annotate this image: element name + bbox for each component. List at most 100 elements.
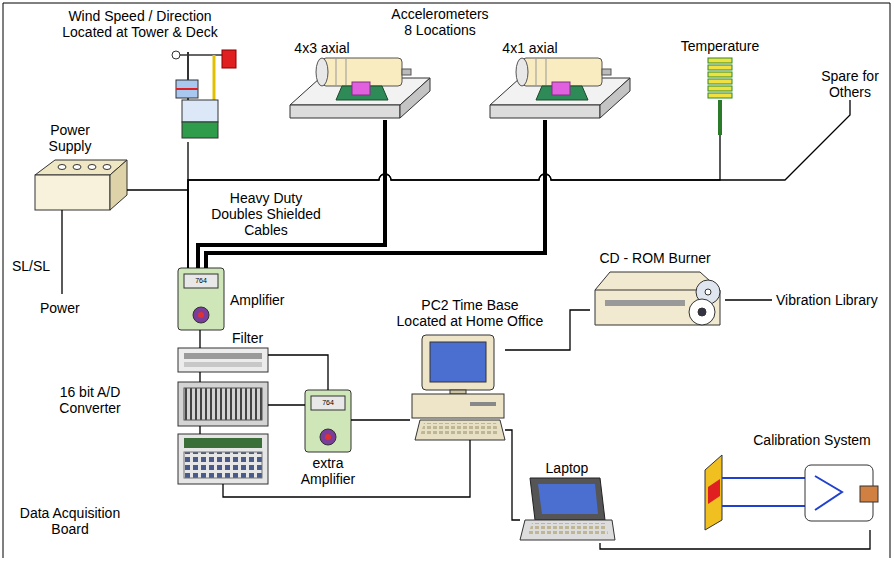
- filter-icon-part: [184, 362, 262, 367]
- laptop: Laptop: [520, 478, 615, 543]
- device-label: 4x1 axial: [502, 40, 557, 56]
- thermometer-icon-part: [708, 58, 732, 63]
- shielded-cable: [198, 120, 385, 268]
- thermometer-icon-part: [708, 72, 732, 77]
- computer-icon-part: [415, 420, 505, 440]
- cable-label: Heavy Duty Doubles Shielded Cables: [207, 190, 325, 238]
- device-label: Power Supply: [43, 122, 98, 154]
- wind-sensor-icon-part: [176, 88, 198, 90]
- power-supply-icon-part: [58, 165, 66, 170]
- acquisition-board-icon-part: [178, 434, 268, 484]
- device-label: PC2 Time Base Located at Home Office: [396, 297, 544, 329]
- filter-icon-part: [178, 348, 268, 372]
- acquisition-board-icon: [178, 434, 268, 484]
- amplifier: 764extra Amplifier: [305, 390, 351, 450]
- computer-icon-part: [450, 390, 466, 394]
- power-supply-icon: [35, 160, 127, 210]
- calibration-system-icon: [705, 455, 878, 530]
- cd-burner-icon-part: [689, 299, 715, 325]
- thermometer-icon-part: [708, 79, 732, 84]
- frame: [3, 3, 890, 558]
- calibration-system-icon-part: [722, 505, 805, 507]
- device-label: CD - ROM Burner: [599, 250, 710, 266]
- device-label: Wind Speed / Direction Located at Tower …: [56, 8, 224, 40]
- wind-sensor-icon-part: [176, 80, 198, 98]
- laptop-icon-part: [528, 523, 608, 534]
- power-lead: [61, 210, 62, 294]
- cd-burner-icon-part: [698, 308, 706, 316]
- signal-wire: [223, 440, 470, 497]
- thermometer-icon-part: [708, 65, 732, 70]
- calibration-system-icon-part: [722, 477, 805, 479]
- thermometer-icon-part: [718, 100, 722, 135]
- wind-sensor-icon-part: [213, 55, 216, 100]
- computer-icon-part: [420, 423, 499, 436]
- power-supply: Power Supply: [35, 158, 127, 210]
- signal-wire: [199, 372, 200, 382]
- acquisition-board: Data Acquisition Board: [178, 434, 268, 484]
- signal-wire: [188, 100, 850, 268]
- accelerometer-icon: [490, 58, 630, 118]
- accelerometer: 4x1 axial: [490, 56, 630, 120]
- laptop-icon-part: [530, 478, 605, 520]
- computer-icon-part: [422, 335, 494, 390]
- signal-wire: [127, 190, 188, 268]
- power-supply-icon-part: [88, 165, 96, 170]
- device-label: Data Acquisition Board: [15, 505, 125, 537]
- acquisition-board-icon-part: [184, 438, 262, 448]
- filter: Filter: [178, 348, 268, 372]
- accelerometer-icon: [290, 58, 430, 118]
- signal-wire: [351, 419, 410, 420]
- device-label: 4x3 axial: [294, 40, 349, 56]
- supply-label: SL/SL: [12, 258, 50, 274]
- laptop-icon-part: [538, 484, 598, 514]
- thermometer-icon-part: [708, 86, 732, 91]
- signal-wire: [268, 404, 305, 405]
- laptop-icon: [520, 478, 615, 540]
- computer-icon-part: [430, 342, 486, 382]
- device-label: Calibration System: [753, 432, 871, 448]
- filter-icon-part: [184, 353, 262, 359]
- filter-icon: [178, 348, 268, 372]
- converter-icon: [178, 382, 268, 426]
- device-label: Temperature: [681, 38, 760, 54]
- device-label: Laptop: [546, 460, 589, 476]
- calibration-system-icon-part: [708, 479, 720, 504]
- wind-sensor-icon-part: [182, 100, 218, 122]
- device-label: Amplifier: [230, 292, 284, 308]
- amplifier: 764Amplifier: [178, 268, 224, 330]
- signal-wire: [199, 330, 200, 348]
- display-readout: 764: [195, 277, 207, 284]
- signal-wire: [600, 530, 870, 549]
- cd-burner: CD - ROM Burner: [590, 268, 725, 330]
- computer-icon-part: [412, 394, 504, 418]
- power-supply-icon-part: [110, 160, 127, 210]
- cd-burner-icon-part: [705, 289, 711, 295]
- calibration-system-icon-part: [705, 455, 722, 530]
- calibration-system-icon-part: [860, 486, 878, 502]
- spare-port: Spare for Others: [815, 68, 885, 100]
- signal-wire: [268, 355, 328, 390]
- laptop-icon-part: [520, 520, 615, 540]
- power-supply-icon-part: [35, 175, 110, 210]
- cd-burner-icon-part: [605, 300, 685, 306]
- amplifier-icon: [305, 390, 351, 452]
- converter-icon-part: [178, 382, 268, 426]
- device-label: Filter: [232, 330, 263, 346]
- thermometer-icon: [708, 58, 732, 135]
- library-label: Vibration Library: [776, 292, 878, 308]
- power-label: Power: [40, 300, 80, 316]
- calibration-system: Calibration System: [705, 452, 885, 530]
- wind-sensor-icon-part: [172, 51, 180, 59]
- wind-sensor-icon-part: [182, 122, 218, 138]
- computer: PC2 Time Base Located at Home Office: [410, 335, 505, 440]
- wind-sensor-icon-part: [222, 50, 236, 68]
- signal-wire: [505, 430, 520, 520]
- ad-converter: 16 bit A/D Converter: [178, 382, 268, 426]
- computer-icon: [412, 335, 505, 440]
- cd-burner-icon: [595, 272, 720, 325]
- device-label: extra Amplifier: [293, 455, 363, 487]
